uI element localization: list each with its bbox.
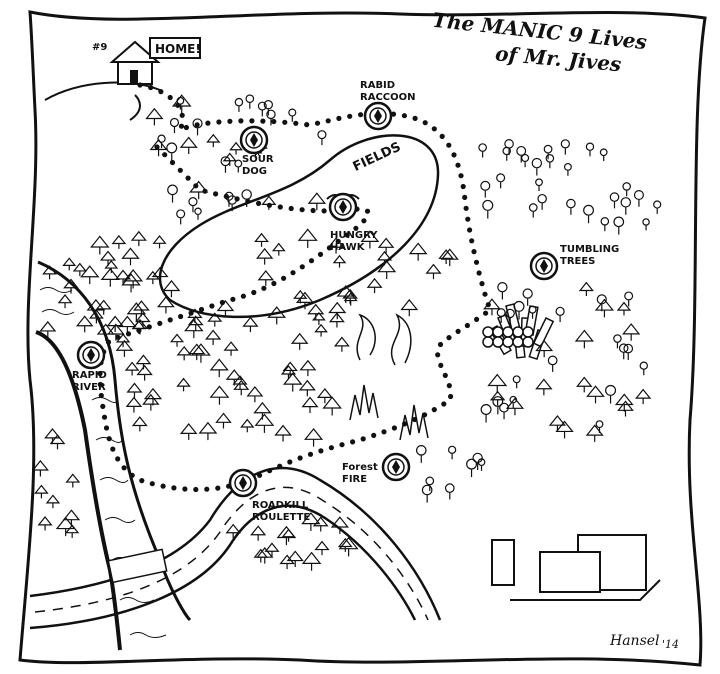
fields-outline	[158, 134, 440, 319]
tumbling-logs	[482, 303, 555, 361]
tumbling-trees-label-line1: TUMBLING	[560, 244, 619, 255]
rapid-river-label-line2: RIVER	[72, 382, 106, 393]
fire-plumes	[349, 313, 429, 441]
tumbling-trees-label-line2: TREES	[560, 256, 595, 267]
house-number: #9	[92, 42, 107, 53]
home-sign-text: HOME!	[155, 42, 201, 56]
sour-dog-label-line1: SOUR	[242, 154, 274, 165]
roadkill-roulette-label-line1: ROADKILL	[252, 500, 309, 511]
map-border	[18, 10, 707, 667]
forest-fire-label-line2: FIRE	[342, 474, 367, 485]
city-buildings	[491, 534, 661, 601]
sour-dog-marker	[239, 125, 269, 155]
forest-fire-marker	[381, 452, 411, 482]
rapid-river-marker	[76, 340, 106, 370]
road	[29, 466, 442, 630]
roadkill-roulette-marker	[228, 468, 258, 498]
home-path	[129, 94, 141, 121]
rabid-raccoon-marker	[363, 101, 393, 131]
rapid-river-label-line1: RAPID	[72, 370, 107, 381]
hungry-hawk-label-line2: HAWK	[330, 242, 366, 253]
hungry-hawk-marker	[326, 192, 360, 222]
sour-dog-label-line2: DOG	[242, 166, 267, 177]
signature-year: '14	[662, 638, 679, 651]
home-house	[109, 37, 201, 85]
tumbling-trees-marker	[529, 251, 559, 281]
rabid-raccoon-label-line1: RABID	[360, 80, 395, 91]
signature-name: Hansel	[609, 633, 660, 649]
forest-fire-label-line1: Forest	[342, 462, 378, 473]
location-markers	[76, 101, 559, 498]
roadkill-roulette-label-line2: ROULETTE	[252, 512, 310, 523]
rabid-raccoon-label-line2: RACCOON	[360, 92, 416, 103]
hungry-hawk-label-line1: HUNGRY	[330, 230, 378, 241]
